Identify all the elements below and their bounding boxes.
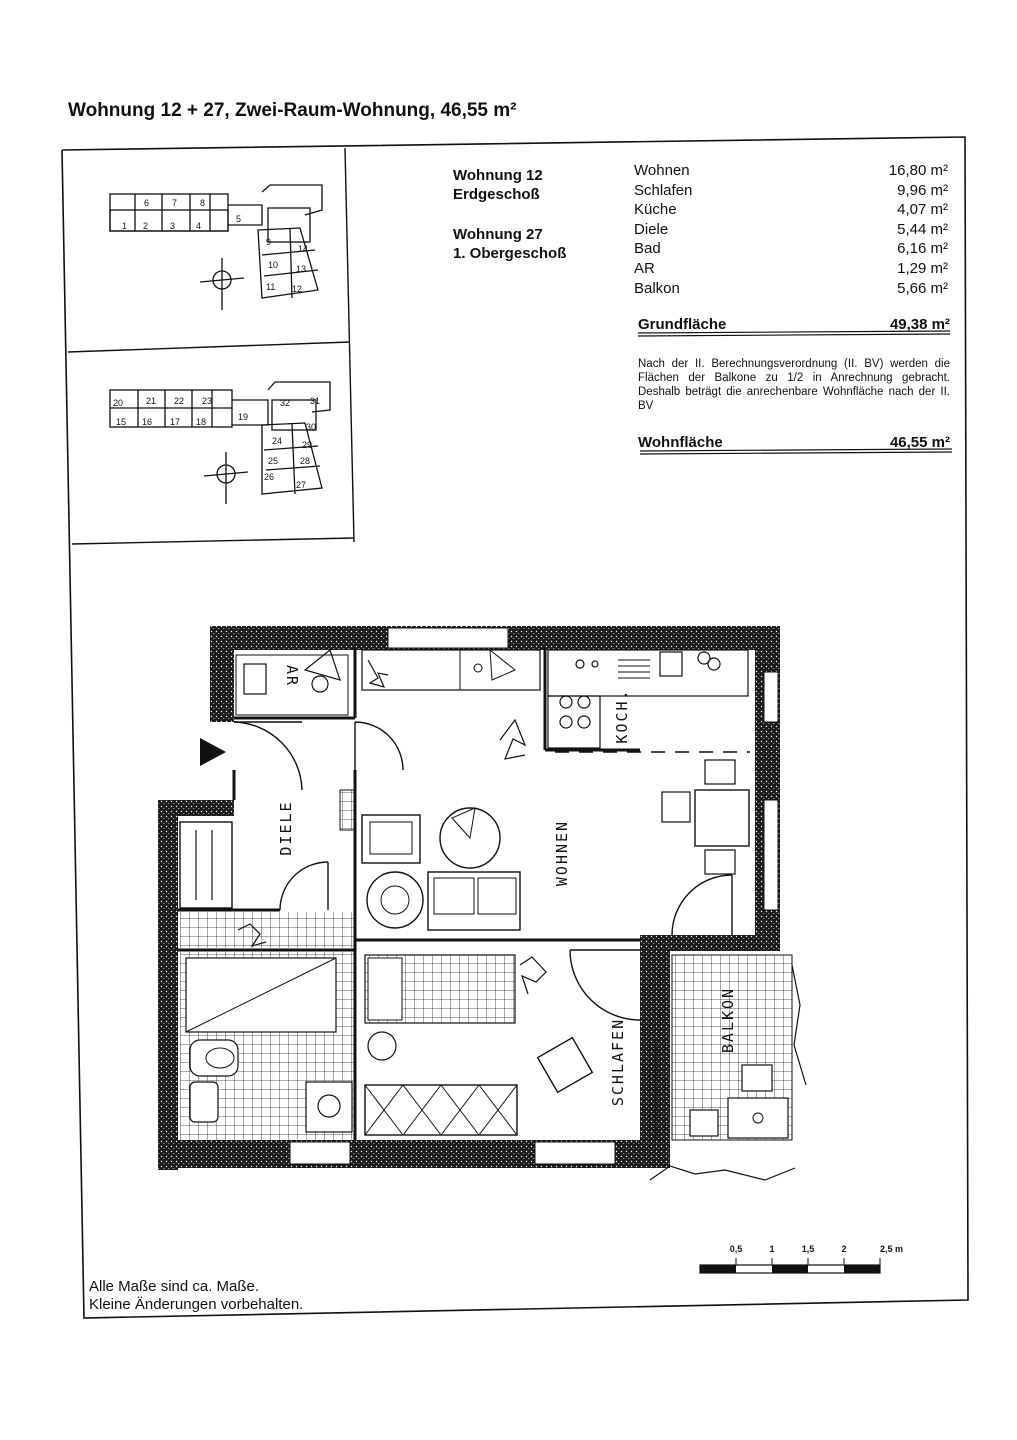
room-area: 1,29 m² [897, 260, 948, 277]
floor-plan [158, 626, 807, 1181]
site-unit-label: 22 [174, 396, 184, 406]
site-unit-label: 28 [300, 456, 310, 466]
calculation-note: Nach der II. Berechnungsverordnung (II. … [638, 358, 950, 412]
site-unit-label: 13 [296, 264, 306, 274]
scale-label-5: 2,5 m [880, 1244, 903, 1254]
unit-name: Wohnung 27 [453, 226, 543, 243]
site-unit-label: 30 [306, 422, 316, 432]
wohnflaeche-value: 46,55 m² [889, 434, 950, 451]
area-row: Wohnen 16,80 m² [634, 161, 948, 181]
scale-label-4: 2 [841, 1244, 846, 1254]
footnote: Alle Maße sind ca. Maße. Kleine Änderung… [89, 1278, 303, 1314]
site-unit-label: 24 [272, 436, 282, 446]
room-area: 6,16 m² [897, 240, 948, 258]
site-unit-label: 26 [264, 472, 274, 482]
floor-name: 1. Obergeschoß [453, 245, 567, 262]
grundflaeche-value: 49,38 m² [889, 316, 950, 333]
site-unit-label: 16 [142, 417, 152, 427]
grundflaeche-row: Grundfläche 49,38 m² [638, 316, 950, 333]
room-label-balkon: BALKON [719, 987, 737, 1053]
site-unit-label: 23 [202, 396, 212, 406]
room-area: 5,44 m² [897, 220, 948, 238]
site-plan-upper [109, 381, 331, 504]
site-unit-label: 25 [268, 456, 278, 466]
room-name: AR [634, 260, 655, 277]
site-unit-label: 14 [298, 244, 308, 254]
scale-label-3: 1,5 [802, 1244, 815, 1254]
site-unit-label: 10 [268, 260, 278, 270]
site-unit-label: 17 [170, 417, 180, 427]
site-unit-label: 27 [296, 480, 306, 490]
site-unit-label: 7 [172, 198, 177, 208]
area-row: Bad 6,16 m² [634, 239, 948, 259]
site-unit-label: 9 [266, 237, 271, 247]
wohnflaeche-row: Wohnfläche 46,55 m² [638, 434, 950, 451]
room-name: Küche [634, 201, 677, 219]
room-label-wohnen: WOHNEN [553, 820, 571, 886]
location-wohnung-12: Wohnung 12 Erdgeschoß [453, 166, 543, 204]
room-name: Balkon [634, 279, 680, 297]
area-row: AR 1,29 m² [634, 259, 948, 279]
site-unit-label: 4 [196, 221, 201, 231]
room-area: 9,96 m² [897, 181, 948, 199]
wohnflaeche-label: Wohnfläche [638, 434, 723, 451]
area-row: Schlafen 9,96 m² [634, 181, 948, 201]
site-plan-ground [109, 184, 323, 310]
site-unit-label: 29 [302, 440, 312, 450]
unit-name: Wohnung 12 [453, 167, 543, 184]
scale-label-2: 1 [769, 1244, 774, 1254]
site-unit-label: 11 [266, 282, 275, 292]
floor-name: Erdgeschoß [453, 186, 540, 203]
location-wohnung-27: Wohnung 27 1. Obergeschoß [453, 225, 566, 263]
site-unit-label: 20 [113, 398, 123, 408]
site-unit-label: 12 [292, 284, 302, 294]
room-area: 4,07 m² [897, 201, 948, 219]
site-unit-label: 19 [238, 412, 248, 422]
room-name: Diele [634, 220, 669, 238]
grundflaeche-label: Grundfläche [638, 316, 727, 333]
site-unit-label: 2 [143, 221, 148, 231]
site-unit-label: 31 [310, 396, 320, 406]
site-unit-label: 1 [122, 221, 127, 231]
scale-bar: 0,5 1 1,5 2 2,5 m [699, 1244, 903, 1274]
site-plan-upper-labels: 15 16 17 18 19 20 21 22 23 24 25 26 27 28 29 30 31 32 [113, 396, 320, 490]
page-title: Wohnung 12 + 27, Zwei-Raum-Wohnung, 46,5… [68, 100, 517, 121]
area-row: Küche 4,07 m² [634, 200, 948, 220]
footnote-line: Kleine Änderungen vorbehalten. [89, 1296, 304, 1313]
site-unit-label: 15 [116, 417, 126, 427]
area-row: Balkon 5,66 m² [634, 279, 948, 299]
site-unit-label: 8 [200, 198, 205, 208]
room-name: Schlafen [634, 181, 693, 199]
site-unit-label: 32 [280, 398, 290, 408]
room-label-ar: AR [283, 665, 301, 687]
site-unit-label: 6 [144, 198, 149, 208]
site-unit-label: 18 [196, 417, 206, 427]
footnote-line: Alle Maße sind ca. Maße. [89, 1278, 260, 1295]
room-label-schlafen: SCHLAFEN [609, 1018, 627, 1106]
site-unit-label: 21 [146, 396, 156, 406]
site-unit-label: 3 [170, 221, 175, 231]
room-area: 5,66 m² [897, 279, 948, 297]
room-name: Wohnen [634, 162, 690, 179]
scale-label-1: 0,5 [730, 1244, 743, 1254]
room-label-koch: KOCH. [613, 688, 631, 743]
room-area: 16,80 m² [888, 162, 948, 179]
room-name: Bad [634, 240, 661, 258]
room-label-diele: DIELE [277, 800, 295, 855]
site-unit-label: 5 [236, 214, 241, 224]
area-row: Diele 5,44 m² [634, 220, 948, 240]
